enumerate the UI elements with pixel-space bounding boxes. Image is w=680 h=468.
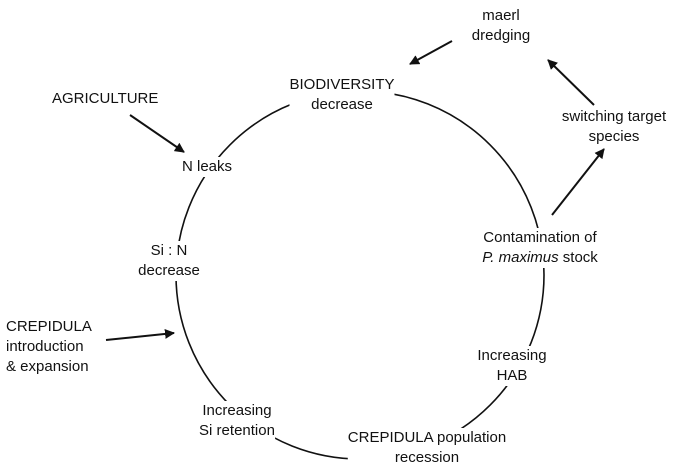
arrow-crepidula-to-cycle bbox=[105, 328, 175, 341]
node-agriculture: AGRICULTURE bbox=[52, 89, 159, 109]
node-crepidula-recession-line-2: recession bbox=[394, 449, 460, 466]
node-increasing-hab-line-2: HAB bbox=[496, 367, 528, 384]
node-crepidula-introduction: CREPIDULA introduction & expansion bbox=[6, 317, 92, 377]
node-contamination-line-2: P. maximus stock bbox=[482, 248, 598, 268]
node-si-n-line-2: decrease bbox=[138, 262, 200, 279]
node-n-leaks-line-1: N leaks bbox=[181, 158, 233, 175]
node-crepidula-recession-line-1: CREPIDULA population bbox=[347, 429, 507, 446]
node-si-n-line-1: Si : N bbox=[150, 242, 188, 259]
node-biodiversity-line-2: decrease bbox=[311, 96, 373, 113]
node-maerl-dredging: maerl dredging bbox=[471, 6, 531, 46]
node-n-leaks: N leaks bbox=[181, 157, 233, 177]
arrow-contamination-to-switching bbox=[551, 148, 605, 216]
node-crepidula-intro-line-1: CREPIDULA bbox=[6, 318, 92, 335]
node-crepidula-intro-line-2: introduction bbox=[6, 338, 84, 355]
node-agriculture-line-1: AGRICULTURE bbox=[52, 90, 159, 107]
node-increasing-hab-line-1: Increasing bbox=[477, 347, 547, 364]
arrow-agriculture-to-n-leaks bbox=[129, 114, 185, 153]
node-contamination-line-2-rest: stock bbox=[558, 249, 598, 266]
node-switching-line-1: switching target bbox=[561, 108, 667, 125]
node-si-n-decrease: Si : N decrease bbox=[138, 241, 200, 281]
node-increasing-si-line-2: Si retention bbox=[199, 422, 275, 439]
node-increasing-hab: Increasing HAB bbox=[477, 346, 547, 386]
arrow-switching-to-maerl bbox=[547, 59, 595, 106]
node-contamination-line-1: Contamination of bbox=[483, 229, 597, 246]
node-switching-line-2: species bbox=[588, 128, 640, 145]
node-maerl-dredging-line-1: maerl bbox=[482, 7, 520, 24]
species-name-italic: P. maximus bbox=[482, 249, 559, 266]
node-biodiversity-line-1: BIODIVERSITY bbox=[289, 76, 395, 93]
node-crepidula-intro-line-3: & expansion bbox=[6, 358, 89, 375]
node-maerl-dredging-line-2: dredging bbox=[471, 27, 531, 44]
node-increasing-si-retention: Increasing Si retention bbox=[199, 401, 275, 441]
arrow-maerl-to-biodiversity bbox=[409, 40, 453, 65]
node-increasing-si-line-1: Increasing bbox=[202, 402, 272, 419]
node-biodiversity-decrease: BIODIVERSITY decrease bbox=[289, 75, 395, 115]
node-crepidula-population-recession: CREPIDULA population recession bbox=[347, 428, 507, 468]
node-switching-target-species: switching target species bbox=[561, 107, 667, 147]
node-contamination: Contamination of P. maximus stock bbox=[482, 228, 598, 268]
